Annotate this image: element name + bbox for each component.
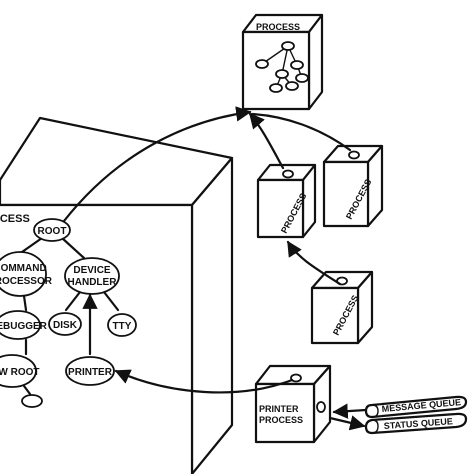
message-queue: MESSAGE QUEUE (364, 395, 468, 419)
printer-node: PRINTER (65, 356, 115, 386)
low-process-cube: PROCESS (310, 270, 374, 345)
status-queue: STATUS QUEUE (364, 412, 468, 435)
disk-node: DISK (48, 312, 82, 336)
message-queue-arrow (332, 403, 368, 419)
svg-text:PROCESSOR: PROCESSOR (0, 276, 53, 287)
printer-process-to-printer-arrow (114, 369, 294, 394)
svg-text:COMMAND: COMMAND (0, 263, 47, 274)
new-root-child-edge (22, 384, 32, 396)
svg-text:ROOT: ROOT (38, 226, 67, 237)
mid-a-to-top-process-arrow (248, 112, 285, 170)
device-handler-node: DEVICE HANDLER (64, 257, 120, 295)
mid-process-a-cube: PROCESS (256, 163, 317, 239)
svg-text:HANDLER: HANDLER (68, 277, 118, 288)
status-queue-arrow (328, 415, 366, 431)
printer-process-cube: PRINTER PROCESS (254, 364, 332, 444)
command-processor-node: COMMAND PROCESSOR (0, 251, 53, 297)
root-node: ROOT (33, 218, 71, 242)
tty-node: TTY (107, 313, 137, 337)
svg-text:DISK: DISK (53, 320, 78, 331)
new-root-node: NEW ROOT (0, 354, 40, 388)
new-root-child-node (21, 394, 43, 408)
mid-b-to-top-process-arrow (250, 112, 352, 152)
top-process-tree (255, 41, 309, 93)
svg-text:PRINTER: PRINTER (68, 367, 113, 378)
low-to-mid-a-arrow (286, 240, 342, 286)
main-process-box (0, 116, 234, 474)
printer-process-label-line2: PROCESS (259, 415, 303, 425)
top-process-label: PROCESS (256, 22, 300, 32)
status-queue-label: STATUS QUEUE (383, 416, 453, 431)
debugger-node: DEBUGGER (0, 310, 48, 340)
svg-text:DEVICE: DEVICE (73, 265, 111, 276)
main-process-tree-edges (20, 236, 120, 356)
root-to-top-process-arrow (62, 106, 252, 223)
svg-text:TTY: TTY (113, 321, 132, 332)
mid-process-b-cube: PROCESS (322, 144, 384, 228)
svg-text:DEBUGGER: DEBUGGER (0, 321, 48, 332)
printer-process-label-line1: PRINTER (259, 404, 299, 414)
svg-text:NEW ROOT: NEW ROOT (0, 367, 40, 378)
top-process-cube: PROCESS (241, 13, 324, 111)
main-process-title: PROCESS (0, 213, 30, 225)
